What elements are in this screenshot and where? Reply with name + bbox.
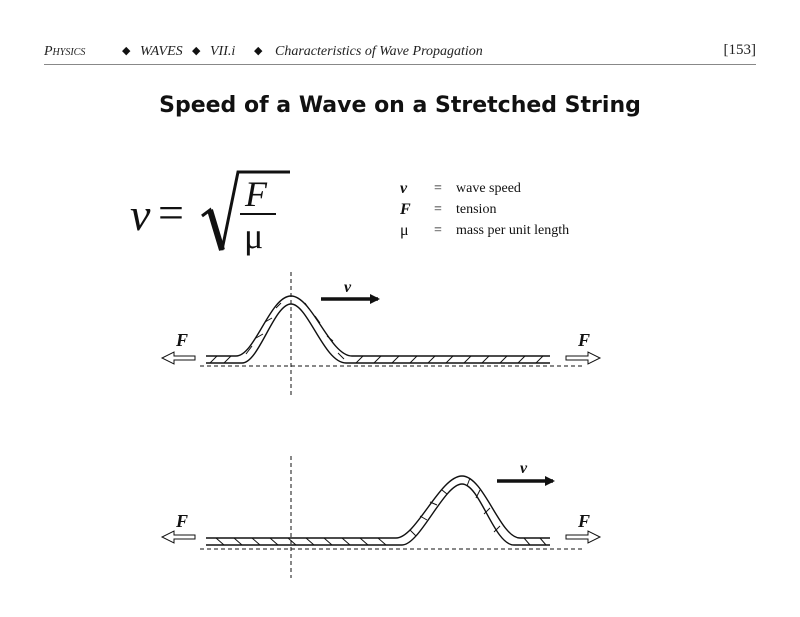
breadcrumb-separator: ◆: [122, 45, 131, 57]
legend-equals: =: [434, 201, 442, 217]
breadcrumb-subject: Physics: [44, 44, 86, 59]
string-bottom-edge: [206, 303, 550, 364]
formula-lhs: v: [130, 189, 151, 240]
wave-speed-formula: v = F μ: [130, 170, 290, 256]
legend-equals: =: [434, 222, 442, 238]
diagram-pulse-moved-right: v F F: [160, 456, 602, 578]
formula-denominator: μ: [244, 216, 263, 256]
legend-row-f: F = tension: [400, 199, 569, 220]
velocity-label: v: [520, 460, 528, 477]
legend-row-mu: μ = mass per unit length: [400, 220, 569, 241]
left-tension-arrow-icon: [160, 530, 196, 544]
string-top-edge: [206, 475, 550, 539]
breadcrumb-separator: ◆: [192, 45, 201, 57]
formula-equals: =: [158, 187, 184, 238]
breadcrumb-section: VII.i: [210, 44, 236, 59]
running-header: Physics ◆ WAVES ◆ VII.i ◆ Characteristic…: [44, 42, 756, 65]
right-tension-arrow-icon: [565, 530, 602, 544]
square-root-stroke: [207, 209, 225, 251]
legend-symbol: μ: [400, 221, 409, 239]
legend-description: wave speed: [456, 180, 521, 196]
page-title: Speed of a Wave on a Stretched String: [159, 93, 641, 118]
legend-description: mass per unit length: [456, 222, 570, 238]
string-hatching: [215, 477, 547, 546]
legend-symbol: v: [400, 179, 408, 197]
velocity-label: v: [344, 279, 352, 296]
variable-legend: v = wave speed F = tension μ = mass per …: [400, 178, 569, 241]
breadcrumb-separator: ◆: [254, 45, 263, 57]
page-number: [153]: [723, 42, 757, 58]
legend-row-v: v = wave speed: [400, 178, 569, 199]
diagram-pulse-near-origin: v F F: [160, 272, 602, 395]
right-force-label: F: [577, 330, 590, 350]
legend-description: tension: [456, 201, 497, 217]
formula-numerator: F: [244, 174, 268, 214]
right-tension-arrow-icon: [565, 351, 602, 365]
legend-symbol: F: [400, 200, 411, 218]
left-force-label: F: [175, 330, 188, 350]
string-bottom-edge: [206, 483, 550, 546]
left-tension-arrow-icon: [160, 351, 196, 365]
string-hatching: [209, 302, 544, 364]
breadcrumb-subsection: Characteristics of Wave Propagation: [275, 44, 483, 59]
right-force-label: F: [577, 511, 590, 531]
breadcrumb-topic: WAVES: [140, 44, 183, 59]
string-top-edge: [206, 295, 550, 357]
left-force-label: F: [175, 511, 188, 531]
legend-equals: =: [434, 180, 442, 196]
